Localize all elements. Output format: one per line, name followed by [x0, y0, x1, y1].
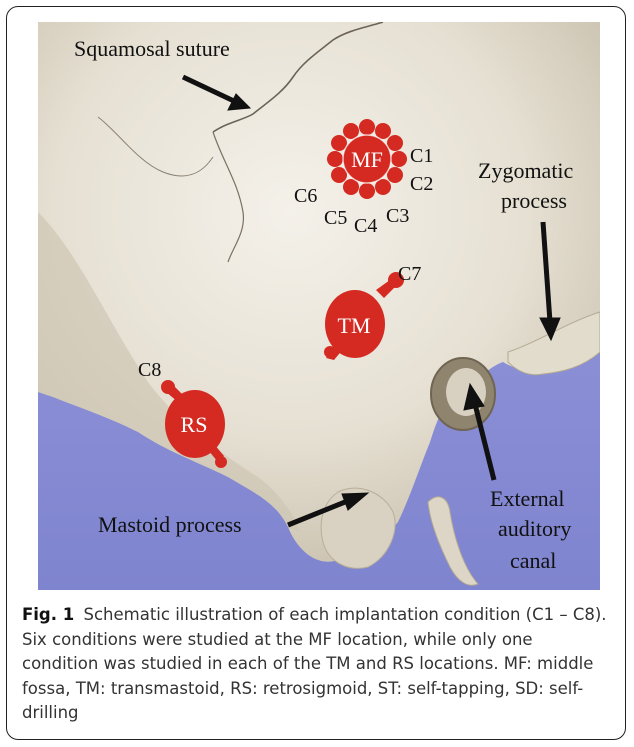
label-c1: C1 — [410, 145, 433, 167]
label-external-3: canal — [510, 548, 556, 573]
skull-illustration: MF TM RS — [38, 22, 600, 590]
label-external-1: External — [490, 486, 565, 511]
label-zygomatic-2: process — [501, 188, 567, 213]
label-c4: C4 — [354, 215, 377, 237]
label-zygomatic-1: Zygomatic — [478, 158, 574, 183]
figure-caption: Fig. 1 Schematic illustration of each im… — [22, 603, 608, 726]
label-squamosal-suture: Squamosal suture — [74, 36, 230, 61]
caption-text: Schematic illustration of each implantat… — [22, 605, 607, 722]
label-c2: C2 — [410, 173, 433, 195]
label-mastoid-process: Mastoid process — [98, 512, 242, 537]
label-c6: C6 — [294, 185, 317, 207]
label-c7: C7 — [398, 263, 421, 285]
mf-site-label: MF — [351, 147, 383, 172]
skull-figure: MF TM RS — [38, 22, 600, 590]
label-c8: C8 — [138, 359, 161, 381]
label-c5: C5 — [324, 207, 347, 229]
tm-site-label: TM — [338, 313, 371, 338]
label-external-2: auditory — [498, 516, 571, 541]
caption-fig-label: Fig. 1 — [22, 605, 74, 624]
label-c3: C3 — [386, 205, 409, 227]
rs-site-label: RS — [181, 412, 208, 437]
